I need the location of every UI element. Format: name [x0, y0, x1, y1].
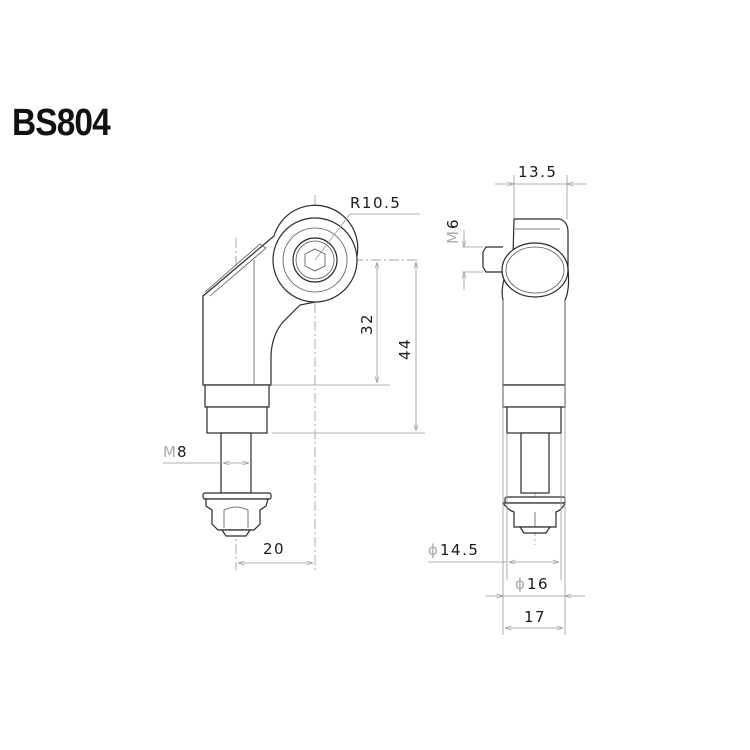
nut-tip — [220, 529, 252, 537]
m6-stub — [482, 246, 503, 273]
hex-socket-icon — [304, 248, 326, 272]
radius-label: R10.5 — [350, 194, 401, 212]
flange-nut — [205, 498, 269, 531]
dim-d16-symbol: ϕ — [515, 575, 526, 593]
dim-44-label: 44 — [396, 338, 414, 360]
side-eye-inner — [505, 246, 565, 294]
nut-facet-curve — [223, 506, 249, 511]
side-eye-outer — [501, 242, 569, 298]
dim-32-label: 32 — [358, 313, 376, 335]
dim-m8-value: 8 — [177, 443, 188, 461]
side-nut-washer — [504, 496, 566, 504]
dim-d16-value: 16 — [527, 575, 549, 593]
dim-m6-prefix: M — [444, 230, 462, 244]
dim-d14-5-value: 14.5 — [440, 541, 479, 559]
radius-leader — [314, 213, 351, 261]
pivot-ring — [282, 227, 348, 293]
side-flange-nut — [501, 502, 566, 528]
collar-upper — [204, 384, 270, 408]
dim-m6-value: 6 — [444, 218, 462, 229]
side-collar-lower — [506, 406, 562, 434]
dim-m8-prefix: M — [163, 443, 177, 461]
dim-d14-5-symbol: ϕ — [428, 541, 439, 559]
side-nut-tip — [518, 526, 552, 534]
side-collar-upper — [502, 384, 566, 408]
dim-20-label: 20 — [263, 540, 285, 558]
part-number-title: BS804 — [12, 102, 111, 144]
side-view: 13.5 M 6 ϕ 14.5 ϕ 16 17 — [428, 163, 587, 635]
socket-head-inner — [295, 240, 335, 280]
nut-washer — [202, 492, 272, 500]
front-view: R10.5 32 44 M 8 20 — [163, 194, 425, 570]
collar-lower — [206, 406, 268, 434]
arm-bevel — [204, 243, 267, 297]
dim-17-label: 17 — [524, 608, 546, 626]
dim-13-5-label: 13.5 — [518, 163, 557, 181]
side-shaft — [520, 432, 550, 494]
